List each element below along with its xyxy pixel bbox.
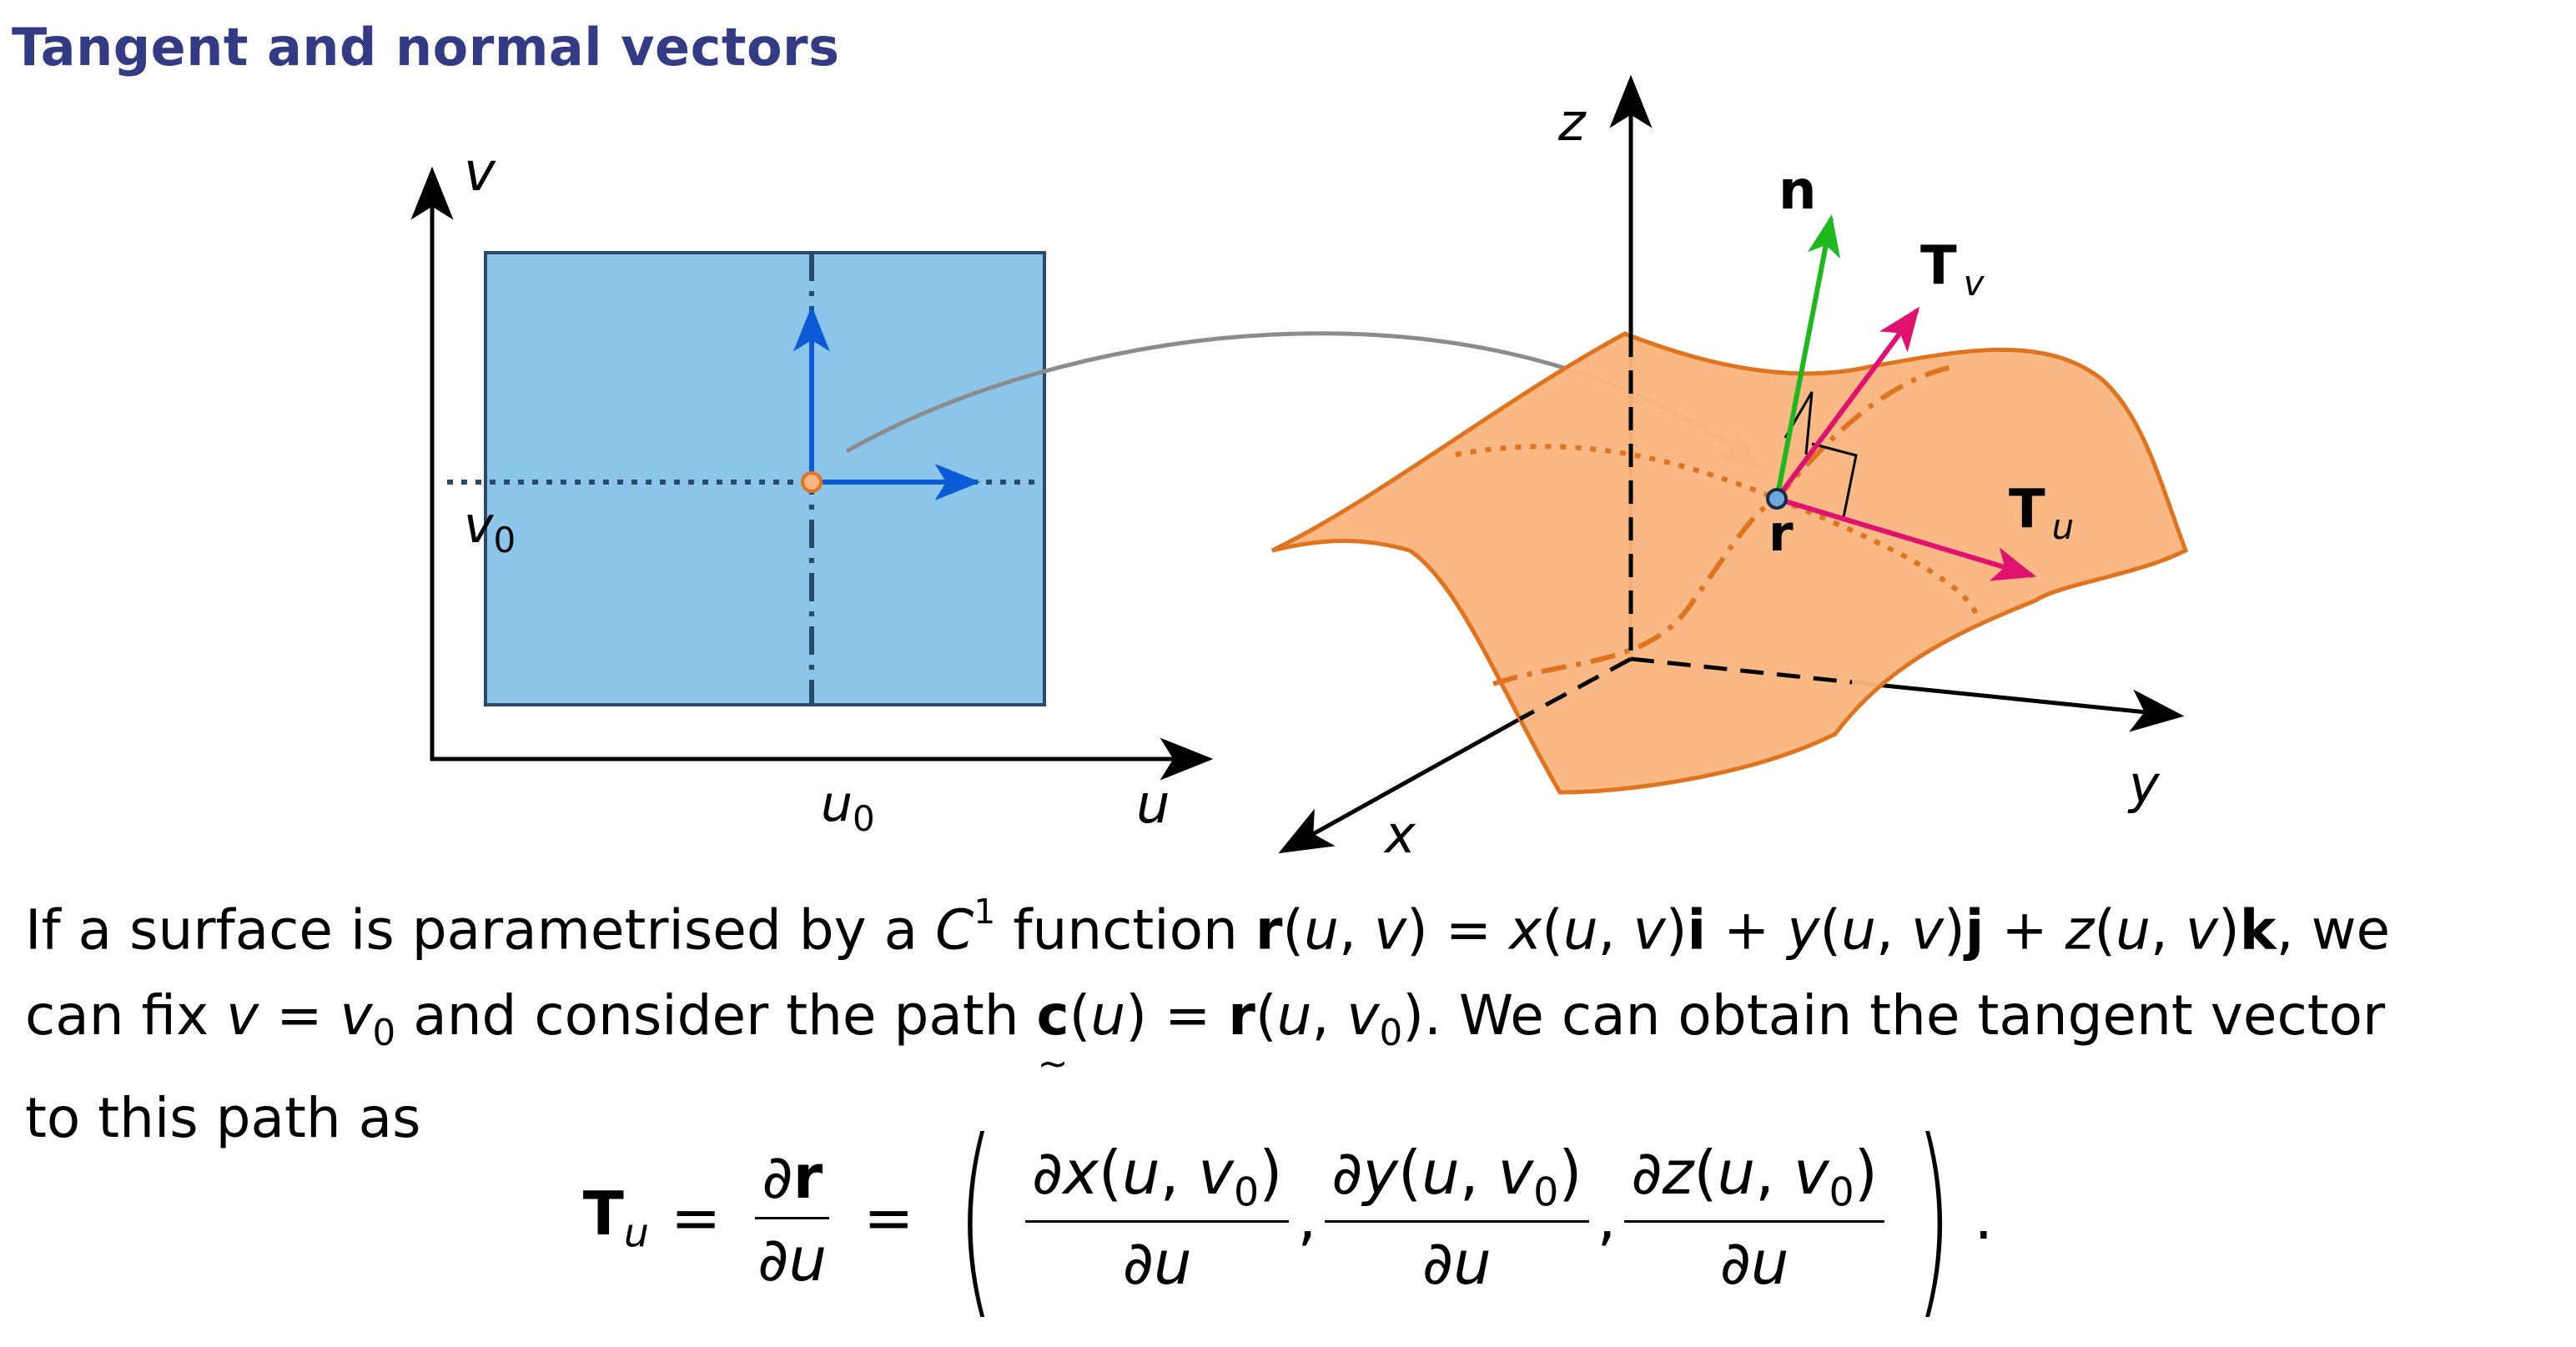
eq-comma: ,: [1597, 1183, 1617, 1253]
z-axis-label: z: [1557, 92, 1587, 153]
explanation-paragraph: If a surface is parametrised by a C1 fun…: [25, 869, 2561, 1161]
eq-equals: =: [670, 1183, 722, 1253]
u-axis-label: u: [1136, 774, 1170, 836]
eq-partial-r-over-partial-u: ∂r∂u: [751, 1142, 833, 1294]
x-axis: [1278, 716, 1522, 854]
eq-partial-z: ∂z(u, v0)∂u: [1624, 1138, 1884, 1298]
tangent-u-vector: [1776, 496, 2037, 581]
right-angle-mark-normal: [1811, 442, 1858, 518]
text-segment: . We can obtain the tangent vector: [1423, 983, 2386, 1048]
v-axis-label: v: [464, 142, 496, 204]
y-axis-label: y: [2127, 754, 2161, 815]
math-v-equals-v0: v = v0: [226, 983, 396, 1054]
eq-right-paren: ): [1914, 1096, 1952, 1339]
v-curve-dashdot: [1492, 364, 1953, 686]
y-axis: [1851, 680, 2185, 732]
slide-title: Tangent and normal vectors: [12, 17, 840, 78]
eq-partial-x: ∂x(u, v0)∂u: [1025, 1138, 1290, 1298]
parameter-domain-rect: [484, 251, 1046, 706]
eq-comma: ,: [1297, 1183, 1317, 1253]
eq-equals: =: [863, 1183, 914, 1253]
v0-label: v0: [464, 496, 516, 560]
text-segment: , we: [2276, 897, 2391, 963]
paragraph-line-2: can fix v = v0 and consider the path c~(…: [25, 973, 2561, 1085]
parametrised-surface: [1270, 331, 2189, 795]
paragraph-line-3: to this path as: [25, 1076, 2561, 1161]
math-C-superscript: 1: [974, 892, 996, 932]
eq-period: .: [1974, 1183, 1994, 1253]
eq-left-paren: (: [958, 1096, 995, 1339]
math-C: C: [935, 897, 974, 963]
math-path-c: c~(u) = r(u, v0): [1036, 983, 1424, 1085]
x-axis-label: x: [1383, 804, 1416, 865]
surface-point-r: [1766, 488, 1788, 510]
x-axis-hidden: [1518, 656, 1633, 721]
domain-point: [801, 471, 823, 493]
text-segment: to this path as: [25, 1085, 421, 1150]
tangent-v-vector: [1774, 306, 1920, 500]
math-r-definition: r(u, v) = x(u, v)i + y(u, v)j + z(u, v)k: [1255, 897, 2277, 963]
normal-vector: [1774, 214, 1841, 500]
text-segment: If a surface is parametrised by a: [25, 897, 936, 963]
eq-partial-y: ∂y(u, v0)∂u: [1325, 1138, 1589, 1298]
tangent-vector-equation: Tu = ∂r∂u = ( ∂x(u, v0)∂u , ∂y(u, v0)∂u …: [0, 1101, 2576, 1334]
u0-label: u0: [821, 775, 875, 839]
text-segment: function: [995, 897, 1255, 963]
text-segment: and consider the path: [395, 983, 1037, 1048]
paragraph-line-1: If a surface is parametrised by a C1 fun…: [25, 869, 2561, 973]
text-segment: can fix: [25, 983, 227, 1048]
point-r-label: r: [1768, 505, 1794, 563]
eq-Tu: Tu: [582, 1179, 649, 1257]
y-axis-hidden: [1630, 656, 1853, 685]
normal-vector-label: n: [1779, 160, 1817, 222]
